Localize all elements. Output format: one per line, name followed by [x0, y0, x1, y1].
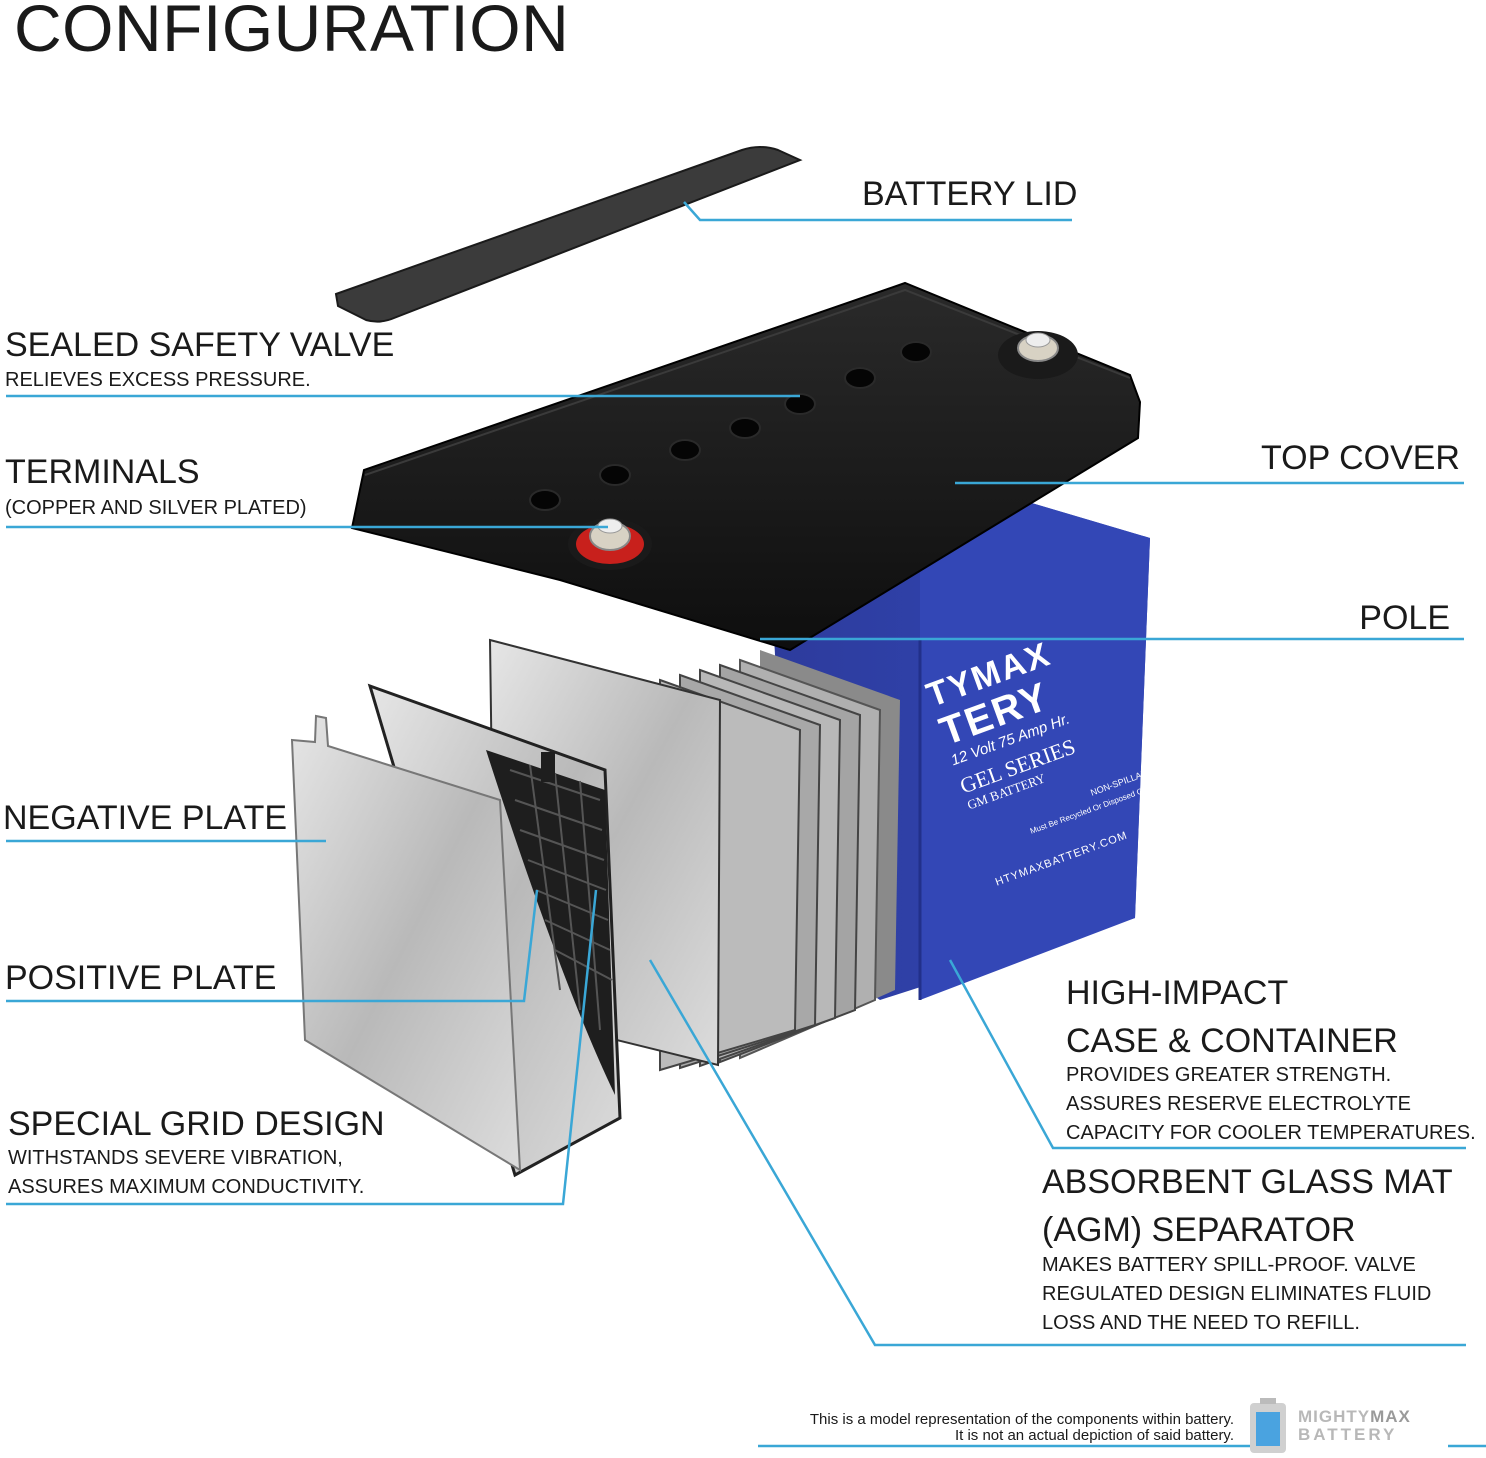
label-agm-1: ABSORBENT GLASS MAT: [1042, 1163, 1453, 1201]
label-terminals: TERMINALS: [5, 453, 200, 491]
sub-grid-design-2: ASSURES MAXIMUM CONDUCTIVITY.: [8, 1176, 365, 1198]
logo-battery-icon: [1250, 1398, 1286, 1453]
label-sealed-valve: SEALED SAFETY VALVE: [5, 326, 395, 364]
terminal-negative: [998, 331, 1078, 379]
sub-case-2: ASSURES RESERVE ELECTROLYTE: [1066, 1093, 1411, 1115]
page-title: CONFIGURATION: [14, 0, 570, 65]
sub-case-1: PROVIDES GREATER STRENGTH.: [1066, 1064, 1392, 1086]
label-case-1: HIGH-IMPACT: [1066, 974, 1289, 1012]
sub-sealed-valve: RELIEVES EXCESS PRESSURE.: [5, 369, 311, 391]
label-grid-design: SPECIAL GRID DESIGN: [8, 1105, 385, 1143]
terminal-positive: [568, 518, 652, 570]
sub-grid-design-1: WITHSTANDS SEVERE VIBRATION,: [8, 1147, 343, 1169]
sub-agm-1: MAKES BATTERY SPILL-PROOF. VALVE: [1042, 1254, 1416, 1276]
label-battery-lid: BATTERY LID: [862, 175, 1078, 213]
disclaimer-1: This is a model representation of the co…: [809, 1411, 1234, 1428]
disclaimer-2: It is not an actual depiction of said ba…: [954, 1427, 1234, 1444]
logo-wordmark: MIGHTYMAX: [1298, 1408, 1411, 1426]
label-agm-2: (AGM) SEPARATOR: [1042, 1211, 1356, 1249]
label-pole: POLE: [1359, 599, 1450, 637]
label-top-cover: TOP COVER: [1260, 439, 1460, 477]
logo-word-battery: BATTERY: [1298, 1425, 1398, 1444]
sub-case-3: CAPACITY FOR COOLER TEMPERATURES.: [1066, 1122, 1476, 1144]
negative-plate-shape: [290, 714, 522, 1172]
label-positive-plate: POSITIVE PLATE: [5, 959, 277, 997]
sub-terminals: (COPPER AND SILVER PLATED): [5, 497, 307, 519]
logo-word-mighty: MIGHTY: [1298, 1407, 1371, 1426]
label-negative-plate: NEGATIVE PLATE: [3, 799, 288, 837]
battery-lid-shape: [334, 146, 803, 323]
sub-agm-3: LOSS AND THE NEED TO REFILL.: [1042, 1312, 1360, 1334]
sub-agm-2: REGULATED DESIGN ELIMINATES FLUID: [1042, 1283, 1432, 1305]
logo-word-max: MAX: [1370, 1407, 1411, 1426]
label-case-2: CASE & CONTAINER: [1066, 1022, 1398, 1060]
leader-lines: [6, 201, 1486, 1448]
